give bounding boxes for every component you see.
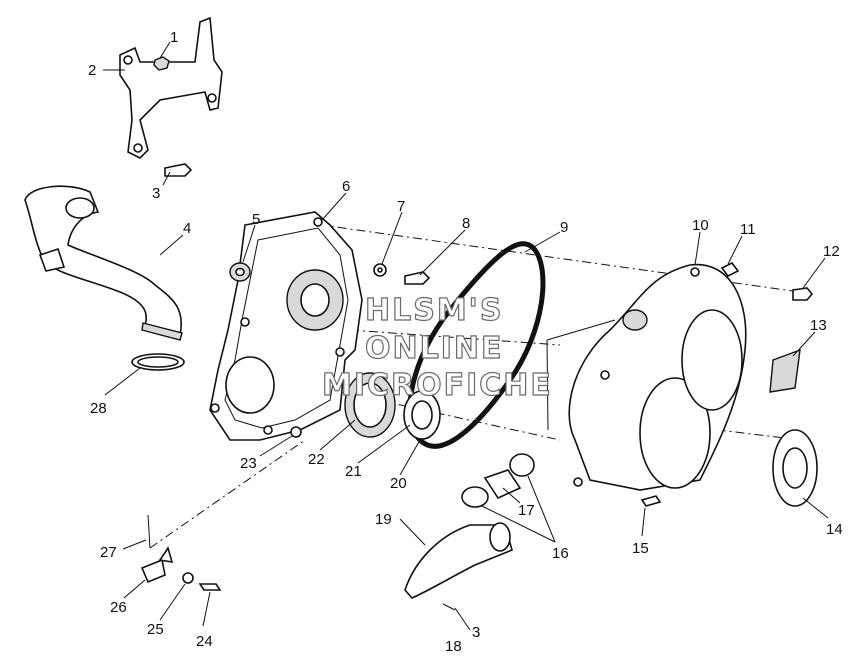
inner-cover [209, 211, 363, 441]
callout-21: 21 [345, 463, 362, 480]
screw-15 [640, 495, 662, 507]
callout-28: 28 [90, 400, 107, 417]
callout-numbers: 1 2 3 4 5 6 7 8 9 10 11 12 13 14 15 16 1… [88, 29, 843, 655]
washer-7 [373, 263, 387, 277]
bracket-26 [140, 546, 174, 584]
callout-20: 20 [390, 475, 407, 492]
callout-22: 22 [308, 451, 325, 468]
washer-23 [290, 426, 302, 438]
callout-3a: 3 [152, 185, 160, 202]
callout-17: 17 [518, 502, 535, 519]
clamp-16-lower [461, 486, 489, 508]
hose-clamp [131, 353, 185, 371]
callout-7: 7 [397, 198, 405, 215]
callout-1: 1 [170, 29, 178, 46]
callout-16: 16 [552, 545, 569, 562]
callout-23: 23 [240, 455, 257, 472]
callout-12: 12 [823, 243, 840, 260]
clamp-16-upper [509, 453, 535, 477]
washer-25 [182, 572, 194, 584]
pin-27 [147, 514, 151, 549]
seal-21 [403, 390, 441, 440]
watermark-line-1: HLSM'S [365, 293, 503, 328]
watermark-line-2: ONLINE [365, 331, 504, 366]
bolt-24 [198, 583, 222, 591]
leader-lines [103, 41, 829, 631]
callout-27: 27 [100, 544, 117, 561]
callout-8: 8 [462, 215, 470, 232]
outlet-elbow [404, 522, 513, 599]
mounting-bracket [119, 16, 223, 177]
callout-11: 11 [740, 221, 756, 238]
watermark: HLSM'S ONLINE MICROFICHE [321, 292, 553, 403]
callout-10: 10 [692, 217, 709, 234]
callout-24: 24 [196, 633, 213, 650]
bolt-12 [792, 287, 814, 301]
callout-14: 14 [826, 521, 843, 538]
callout-15: 15 [632, 540, 649, 557]
intake-duct [24, 185, 183, 341]
callout-18: 18 [445, 638, 462, 655]
callout-4: 4 [183, 220, 191, 237]
callout-5: 5 [252, 211, 260, 228]
callout-9: 9 [560, 219, 568, 236]
pad-11 [720, 261, 740, 278]
coupler-17 [483, 469, 522, 500]
decal-13 [769, 348, 801, 393]
drive-belt [407, 241, 546, 449]
callout-13: 13 [810, 317, 827, 334]
callout-26: 26 [110, 599, 127, 616]
callout-3b: 3 [472, 624, 480, 641]
outer-cover [568, 263, 747, 491]
watermark-line-3: MICROFICHE [322, 368, 553, 403]
callout-25: 25 [147, 621, 164, 638]
ring-gasket-14 [772, 429, 818, 507]
callout-2: 2 [88, 62, 96, 79]
seal-22 [344, 372, 396, 438]
callout-6: 6 [342, 178, 350, 195]
bolt-8 [404, 271, 431, 285]
washer-5 [229, 262, 251, 282]
callout-19: 19 [375, 511, 392, 528]
